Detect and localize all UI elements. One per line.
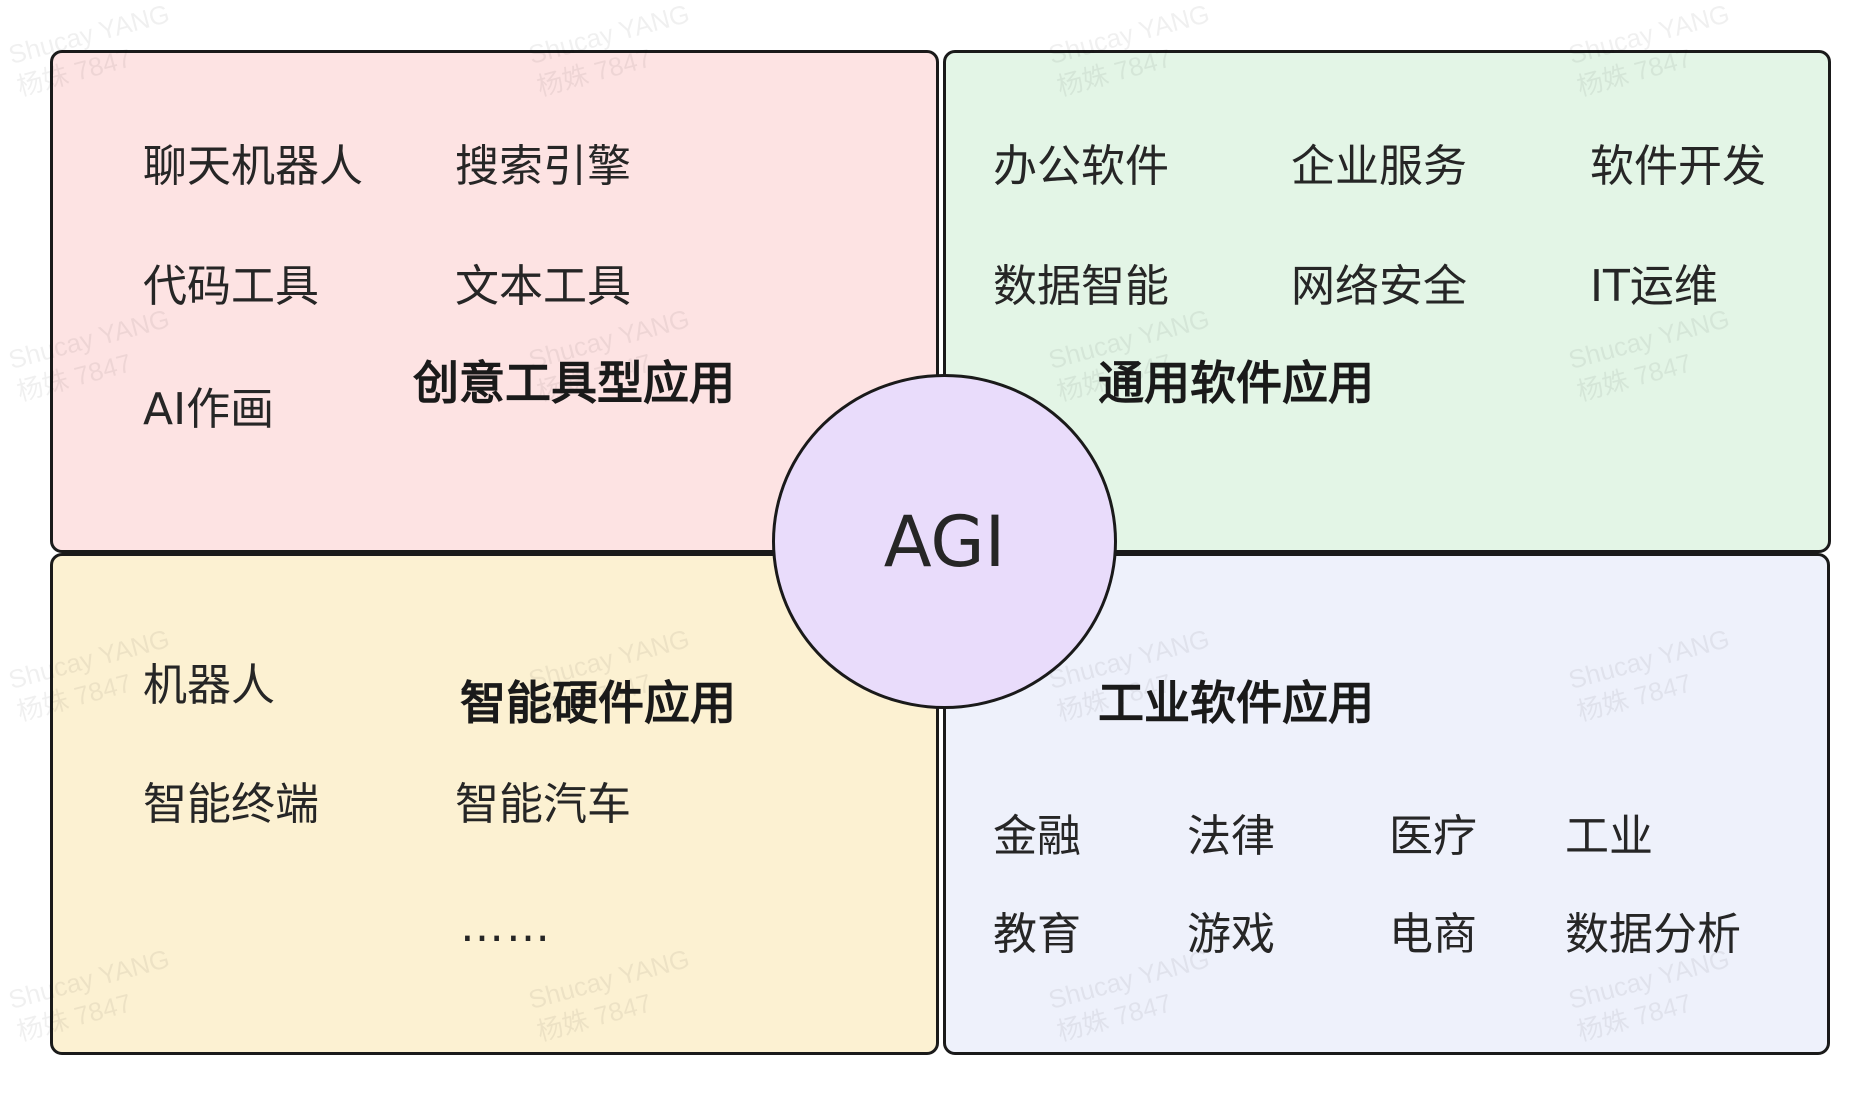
general-item-network-security: 网络安全 [1291,261,1467,312]
creative-item-code-tools: 代码工具 [143,261,319,312]
industry-item-education: 教育 [993,909,1081,960]
hardware-item-robot: 机器人 [143,660,275,711]
general-quadrant-title: 通用软件应用 [1098,356,1374,410]
creative-item-chatbot: 聊天机器人 [143,141,363,192]
industry-software-quadrant [943,553,1830,1055]
agi-center-circle: AGI [772,374,1117,709]
smart-hardware-quadrant [50,553,939,1055]
creative-item-text-tools: 文本工具 [455,261,631,312]
agi-center-label: AGI [883,500,1006,583]
industry-item-ecommerce: 电商 [1389,909,1477,960]
industry-item-medical: 医疗 [1389,811,1477,862]
general-item-office-software: 办公软件 [993,141,1169,192]
industry-item-gaming: 游戏 [1187,909,1275,960]
industry-quadrant-title: 工业软件应用 [1098,676,1374,730]
industry-item-law: 法律 [1187,811,1275,862]
general-item-it-operations: IT运维 [1590,261,1718,312]
hardware-more-ellipsis: …… [460,901,552,952]
general-item-software-development: 软件开发 [1590,141,1766,192]
industry-item-data-analysis: 数据分析 [1565,909,1741,960]
hardware-quadrant-title: 智能硬件应用 [460,676,736,730]
industry-item-finance: 金融 [993,811,1081,862]
hardware-item-smart-car: 智能汽车 [455,779,631,830]
creative-item-search-engine: 搜索引擎 [455,141,631,192]
general-item-data-intelligence: 数据智能 [993,261,1169,312]
general-item-enterprise-services: 企业服务 [1291,141,1467,192]
industry-item-industry: 工业 [1565,811,1653,862]
hardware-item-smart-terminal: 智能终端 [143,779,319,830]
creative-item-ai-painting: AI作画 [143,384,275,435]
creative-quadrant-title: 创意工具型应用 [413,356,735,410]
